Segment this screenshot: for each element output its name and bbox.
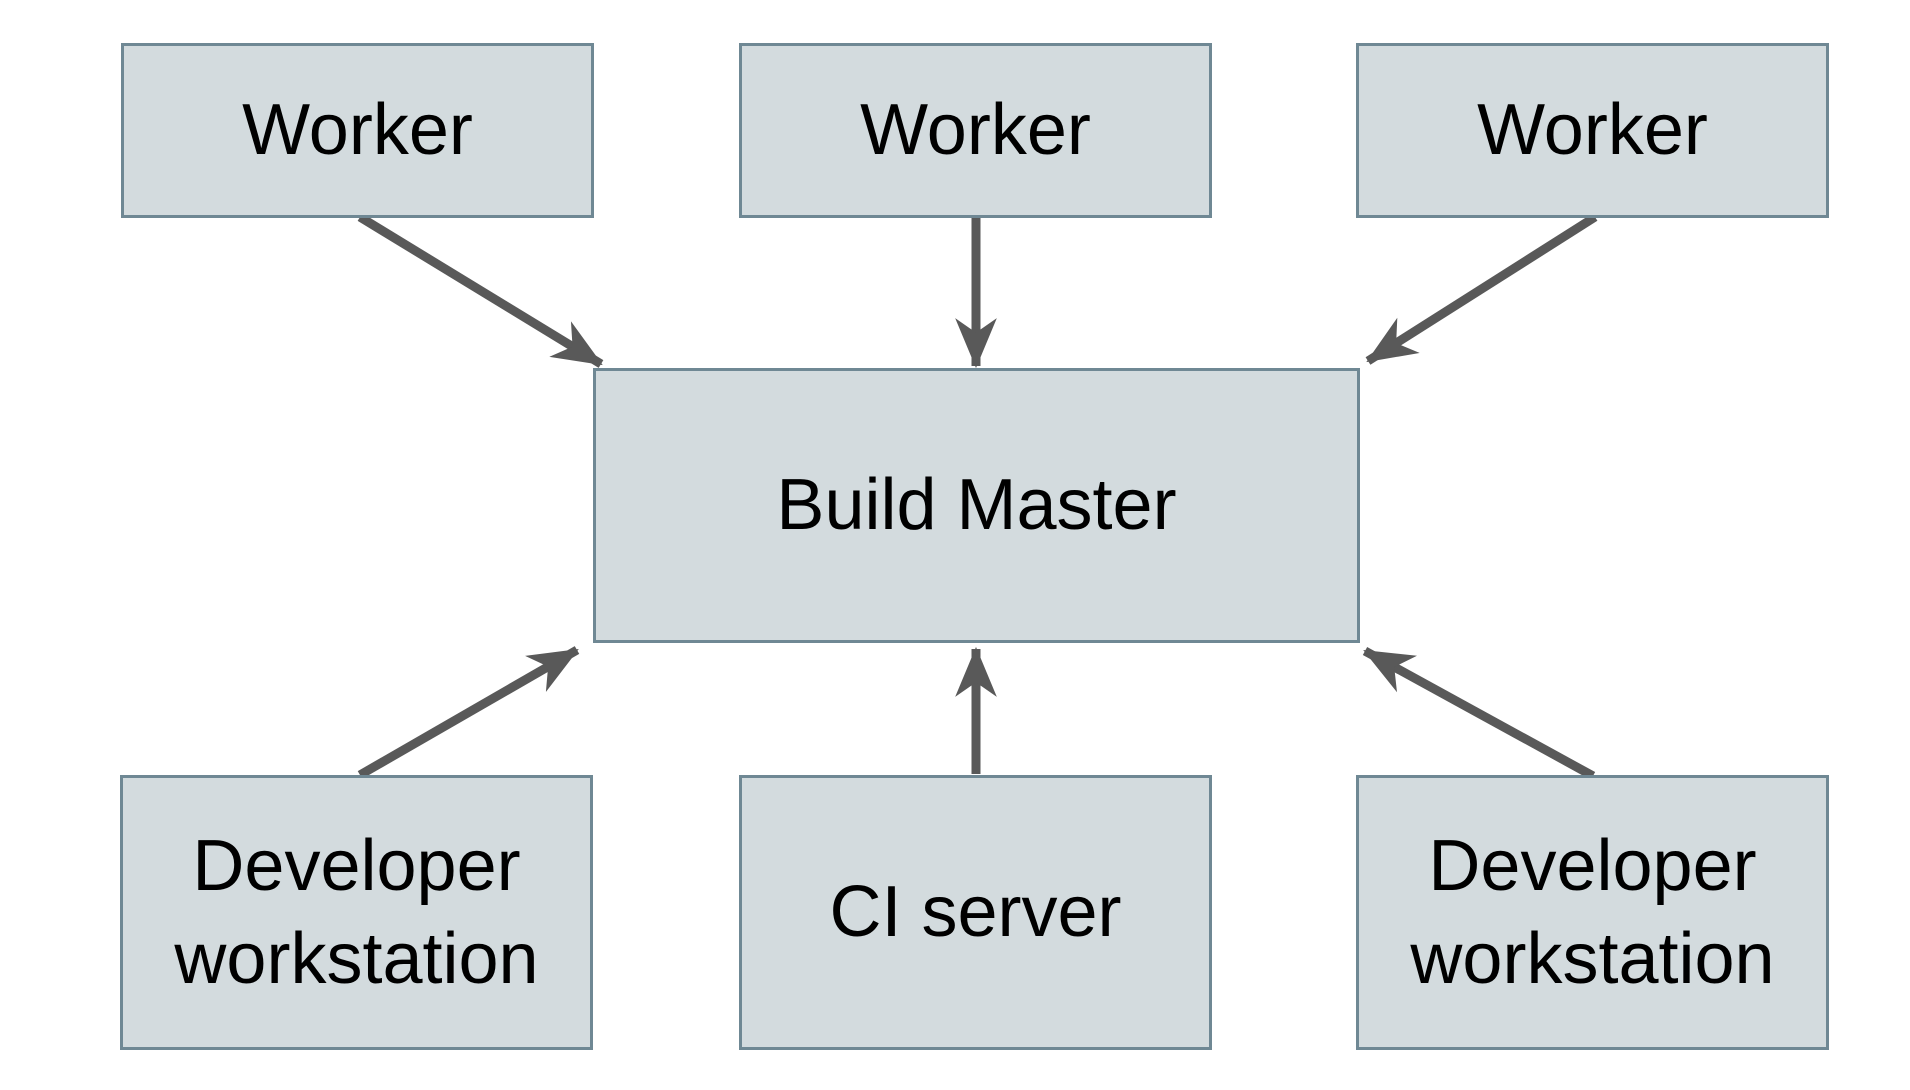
arrow-dev-right-to-build-master — [1362, 647, 1596, 780]
node-developer-workstation-right-label: Developer workstation — [1410, 826, 1775, 999]
node-worker-1: Worker — [121, 43, 594, 218]
node-ci-server-label: CI server — [829, 872, 1122, 953]
node-worker-3-label: Worker — [1477, 90, 1708, 171]
node-worker-2-label: Worker — [860, 90, 1091, 171]
node-build-master: Build Master — [593, 368, 1360, 643]
node-worker-2: Worker — [739, 43, 1212, 218]
node-build-master-label: Build Master — [776, 465, 1177, 546]
node-developer-workstation-left-label: Developer workstation — [174, 826, 539, 999]
node-ci-server: CI server — [739, 775, 1212, 1050]
node-developer-workstation-left: Developer workstation — [120, 775, 593, 1050]
node-developer-workstation-right: Developer workstation — [1356, 775, 1829, 1050]
arrow-worker1-to-build-master — [357, 213, 604, 368]
arrow-worker3-to-build-master — [1365, 213, 1598, 365]
node-worker-3: Worker — [1356, 43, 1829, 218]
arrow-dev-left-to-build-master — [357, 646, 580, 779]
node-worker-1-label: Worker — [242, 90, 473, 171]
